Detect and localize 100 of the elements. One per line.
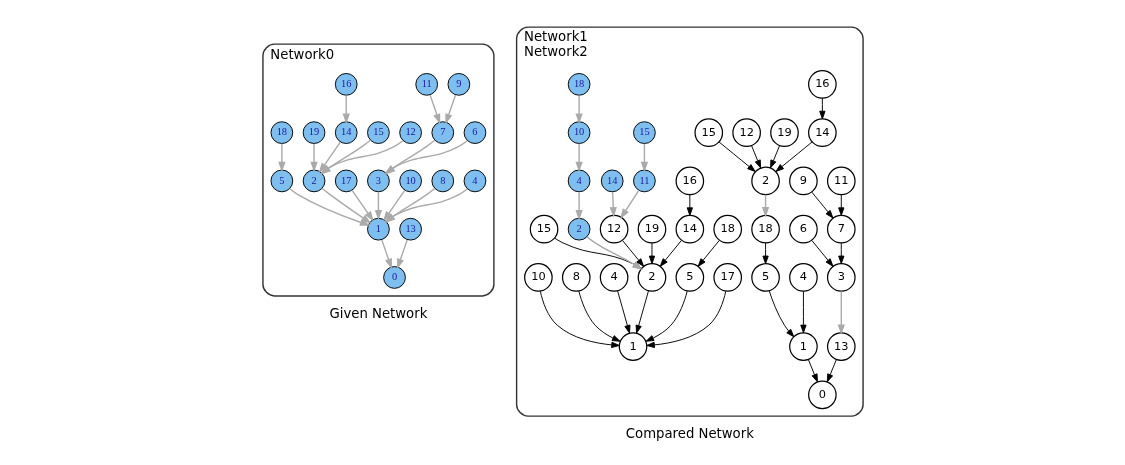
arrow	[619, 189, 640, 219]
node-circle: 14	[675, 214, 704, 244]
node-circle: 15	[529, 214, 558, 244]
arrow	[319, 139, 371, 175]
arrow	[350, 189, 374, 222]
node-circle: 16	[807, 70, 837, 99]
arrow	[616, 290, 630, 334]
node-circle: 7	[430, 121, 454, 144]
node-circle: 5	[750, 263, 780, 292]
arrow	[384, 139, 435, 175]
node-circle: 5	[675, 263, 704, 292]
arrow	[288, 188, 370, 226]
arrow	[837, 194, 844, 216]
arrow	[750, 145, 761, 169]
node-circle: 1	[366, 217, 390, 241]
arrow	[769, 145, 780, 169]
node-circle: 18	[567, 73, 590, 96]
node-circle: 13	[398, 217, 422, 241]
node-circle: 16	[675, 166, 704, 196]
node-circle: 14	[600, 169, 624, 193]
node-circle: 8	[430, 169, 454, 193]
node-circle: 14	[807, 118, 837, 147]
node-circle: 14	[334, 121, 358, 144]
arrow	[574, 143, 583, 173]
arrow	[645, 290, 726, 349]
arrow	[574, 94, 583, 124]
node-circle: 13	[826, 332, 856, 361]
node-circle: 4	[567, 169, 590, 193]
node-label: Given Network	[328, 305, 427, 321]
node-circle: 2	[637, 263, 666, 292]
node-circle: 6	[463, 121, 486, 144]
arrow	[837, 242, 844, 265]
arrow	[444, 94, 456, 125]
arrow	[768, 290, 794, 338]
node-circle: 0	[807, 380, 837, 410]
arrow	[374, 191, 382, 221]
node-circle: 2	[302, 169, 325, 193]
arrow	[342, 94, 350, 124]
arrow	[761, 242, 769, 265]
node-circle: 4	[788, 263, 818, 292]
node-circle: 18	[270, 121, 293, 144]
node-circle: 3	[826, 263, 856, 292]
arrow	[697, 239, 720, 267]
node-circle: 11	[632, 169, 656, 193]
arrow	[826, 359, 837, 383]
node-circle: 2	[750, 166, 780, 196]
node-circle: 9	[447, 73, 470, 96]
arrow	[799, 290, 807, 334]
arrow	[383, 140, 468, 175]
node-circle: 15	[693, 118, 723, 147]
node-circle: 15	[366, 121, 390, 144]
arrow	[810, 239, 833, 267]
node-circle: 5	[270, 169, 293, 193]
arrow	[810, 191, 833, 219]
arrow	[428, 94, 440, 125]
arrow	[837, 290, 845, 335]
node-circle: 10	[523, 263, 553, 292]
arrow	[635, 290, 649, 334]
node-circle: 15	[632, 121, 656, 144]
arrow	[320, 187, 372, 224]
node-circle: 2	[567, 217, 590, 241]
node-circle: 7	[826, 214, 856, 244]
arrow	[577, 290, 620, 342]
node-circle: 0	[382, 266, 406, 289]
arrow	[380, 239, 392, 270]
arrow	[382, 189, 405, 222]
arrow	[609, 191, 617, 218]
node-circle: 17	[334, 169, 358, 193]
node-circle: 1	[618, 332, 647, 361]
node-circle: 18	[750, 214, 780, 244]
arrow	[648, 242, 655, 265]
arrow	[818, 97, 825, 120]
node-circle: 12	[731, 118, 761, 147]
arrow	[640, 143, 648, 173]
arrow	[659, 239, 682, 267]
arrow	[775, 141, 813, 172]
node-circle: 11	[826, 166, 856, 196]
node-circle: 17	[712, 263, 742, 292]
node-circle: 6	[788, 214, 818, 244]
arrow	[318, 141, 341, 174]
node-circle: 10	[567, 121, 590, 144]
node-circle: 18	[712, 214, 742, 244]
arrow	[686, 194, 693, 216]
arrow	[383, 188, 468, 223]
node-circle: 11	[414, 73, 438, 96]
arrow	[807, 359, 818, 383]
node-circle: 12	[599, 214, 628, 244]
arrow	[645, 290, 688, 342]
arrow	[319, 140, 403, 175]
arrow	[384, 187, 435, 223]
node-circle: 4	[599, 263, 628, 292]
node-circle: 16	[334, 73, 358, 96]
node-circle: 19	[637, 214, 666, 244]
node-circle: 8	[561, 263, 591, 292]
arrow	[309, 143, 318, 173]
node-circle: 12	[398, 121, 422, 144]
node-label: Compared Network	[625, 426, 754, 442]
node-circle: 10	[398, 169, 422, 193]
arrow	[539, 290, 620, 349]
arrow	[396, 239, 408, 270]
